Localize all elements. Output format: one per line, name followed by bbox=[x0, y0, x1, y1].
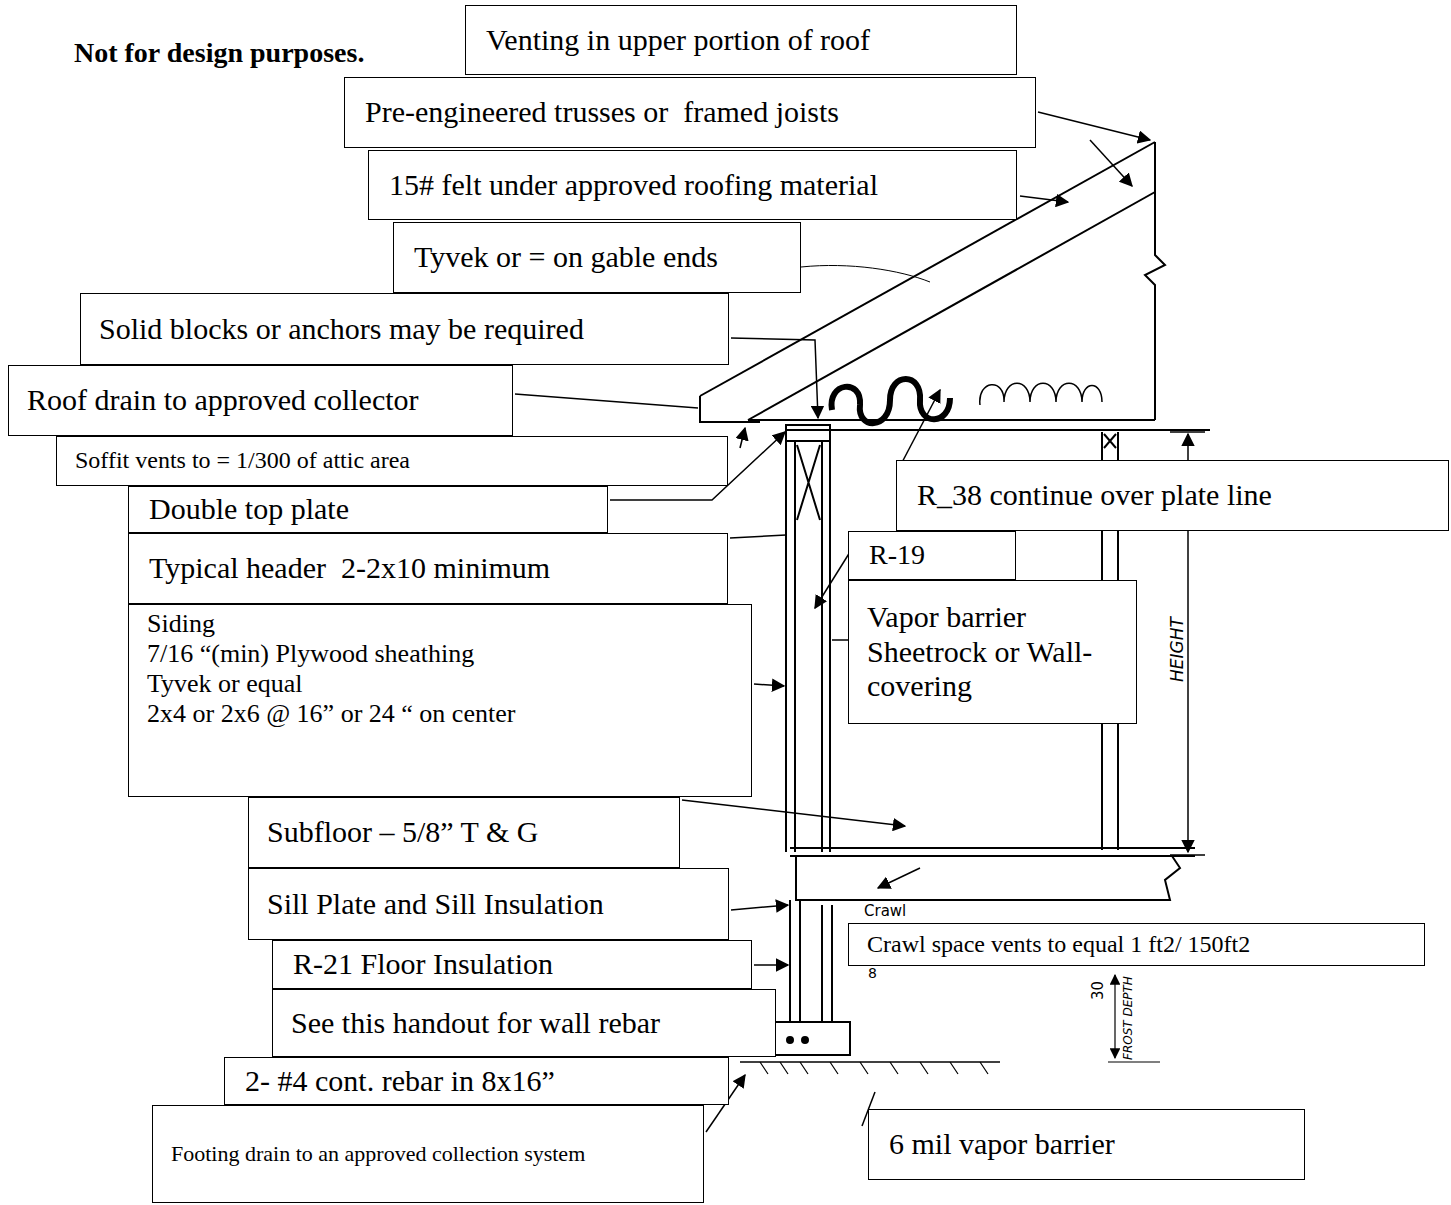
dimension-label: 30 bbox=[1090, 981, 1107, 1000]
callout-text: Sheetrock or Wall-covering bbox=[867, 635, 1126, 704]
callout-box: Venting in upper portion of roof bbox=[465, 5, 1017, 75]
callout-box: Subfloor – 5/8” T & G bbox=[248, 797, 680, 868]
callout-text: Soffit vents to = 1/300 of attic area bbox=[75, 447, 717, 475]
callout-text: Sill Plate and Sill Insulation bbox=[267, 887, 718, 922]
callout-text: Pre-engineered trusses or framed joists bbox=[365, 95, 1025, 130]
callout-text: Venting in upper portion of roof bbox=[486, 23, 1006, 58]
callout-box: Roof drain to approved collector bbox=[8, 365, 513, 436]
callout-text: R-19 bbox=[869, 539, 1005, 571]
callout-text: Crawl space vents to equal 1 ft2/ 150ft2 bbox=[867, 931, 1414, 959]
callout-box: Crawl space vents to equal 1 ft2/ 150ft2 bbox=[848, 923, 1425, 966]
attic-insulation bbox=[832, 379, 950, 423]
callout-text: Vapor barrier bbox=[867, 600, 1126, 635]
callout-text: Typical header 2-2x10 minimum bbox=[149, 551, 717, 586]
callout-box: Pre-engineered trusses or framed joists bbox=[344, 77, 1036, 148]
callout-text: See this handout for wall rebar bbox=[291, 1006, 765, 1041]
dimension-label: Crawl bbox=[864, 903, 906, 920]
callout-text: 15# felt under approved roofing material bbox=[389, 168, 1006, 203]
callout-box: 15# felt under approved roofing material bbox=[368, 150, 1017, 220]
dimension-label: HEIGHT bbox=[1168, 617, 1187, 682]
callout-box: Siding7/16 “(min) Plywood sheathingTyvek… bbox=[128, 604, 752, 797]
attic-insulation bbox=[980, 383, 1102, 405]
callout-text: Solid blocks or anchors may be required bbox=[99, 312, 718, 347]
callout-box: Soffit vents to = 1/300 of attic area bbox=[56, 436, 728, 486]
callout-text: Tyvek or = on gable ends bbox=[414, 240, 790, 275]
callout-text: Roof drain to approved collector bbox=[27, 383, 502, 418]
callout-text: 7/16 “(min) Plywood sheathing bbox=[147, 639, 741, 669]
callout-box: Double top plate bbox=[128, 486, 608, 533]
callout-box: 6 mil vapor barrier bbox=[868, 1109, 1305, 1180]
callout-box: R-21 Floor Insulation bbox=[272, 940, 752, 989]
callout-text: R-21 Floor Insulation bbox=[293, 947, 741, 982]
dimension-label: FROST DEPTH bbox=[1122, 976, 1135, 1060]
callout-box: Vapor barrierSheetrock or Wall-covering bbox=[848, 580, 1137, 724]
callout-text: Tyvek or equal bbox=[147, 669, 741, 699]
callout-text: R_38 continue over plate line bbox=[917, 478, 1438, 513]
callout-box: Tyvek or = on gable ends bbox=[393, 222, 801, 293]
gable-curve bbox=[801, 265, 930, 282]
callout-box: 2- #4 cont. rebar in 8x16” bbox=[224, 1057, 729, 1105]
callout-text: 6 mil vapor barrier bbox=[889, 1127, 1294, 1162]
callout-text: Siding bbox=[147, 609, 741, 639]
callout-text: Footing drain to an approved collection … bbox=[171, 1141, 693, 1166]
callout-box: See this handout for wall rebar bbox=[272, 989, 776, 1057]
callout-box: Solid blocks or anchors may be required bbox=[80, 293, 729, 365]
callout-text: 2x4 or 2x6 @ 16” or 24 “ on center bbox=[147, 699, 741, 729]
callout-text: Subfloor – 5/8” T & G bbox=[267, 815, 669, 850]
callout-box: Sill Plate and Sill Insulation bbox=[248, 868, 729, 940]
dimension-label: 8 bbox=[868, 966, 877, 981]
callout-text: Double top plate bbox=[149, 492, 597, 527]
callout-box: Footing drain to an approved collection … bbox=[152, 1105, 704, 1203]
disclaimer-note: Not for design purposes. bbox=[74, 38, 364, 69]
callout-box: Typical header 2-2x10 minimum bbox=[128, 533, 728, 604]
callout-box: R-19 bbox=[848, 531, 1016, 580]
callout-box: R_38 continue over plate line bbox=[896, 460, 1449, 531]
callout-text: 2- #4 cont. rebar in 8x16” bbox=[245, 1064, 718, 1099]
